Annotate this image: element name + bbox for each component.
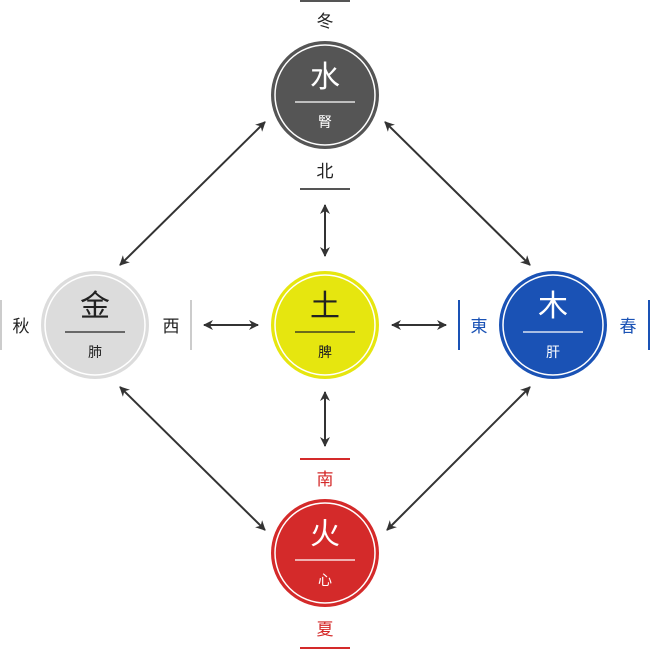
element-char-water: 水	[310, 60, 340, 95]
element-metal: 秋 金 肺 西	[0, 271, 192, 379]
season-label-fire: 夏	[317, 620, 334, 640]
circle-metal	[41, 271, 149, 379]
arrows	[119, 121, 531, 531]
direction-bar-metal	[190, 300, 192, 350]
season-label-wood: 春	[620, 317, 637, 337]
arrow-water-metal	[119, 121, 266, 266]
organ-earth: 脾	[318, 345, 332, 361]
element-earth: 土 脾	[271, 271, 379, 379]
element-char-earth: 土	[310, 289, 340, 324]
direction-bar-fire	[300, 458, 350, 460]
season-bar-fire	[300, 647, 350, 649]
season-bar-water	[300, 0, 350, 2]
organ-water: 腎	[318, 115, 332, 131]
direction-bar-wood	[458, 300, 460, 350]
organ-metal: 肺	[88, 345, 102, 361]
element-water: 冬 水 腎 北	[271, 0, 379, 190]
circle-water	[271, 41, 379, 149]
element-char-metal: 金	[80, 289, 110, 324]
season-bar-wood	[648, 300, 650, 350]
season-bar-metal	[0, 300, 2, 350]
circle-earth	[271, 271, 379, 379]
circle-fire	[271, 499, 379, 607]
direction-label-fire: 南	[317, 470, 334, 490]
arrow-metal-fire	[119, 386, 266, 531]
direction-bar-water	[300, 188, 350, 190]
arrow-wood-fire	[386, 386, 531, 531]
circle-wood	[499, 271, 607, 379]
circle-earth-ring	[274, 274, 376, 376]
direction-label-metal: 西	[163, 317, 180, 337]
element-fire: 南 火 心 夏	[271, 458, 379, 649]
season-label-water: 冬	[317, 12, 334, 32]
element-char-wood: 木	[538, 289, 568, 324]
organ-fire: 心	[318, 573, 332, 589]
element-wood: 東 木 肝 春	[458, 271, 650, 379]
direction-label-water: 北	[317, 162, 334, 182]
circle-wood-ring	[502, 274, 604, 376]
circle-metal-ring	[44, 274, 146, 376]
element-char-fire: 火	[310, 517, 340, 552]
organ-wood: 肝	[546, 345, 560, 361]
circle-water-ring	[274, 44, 376, 146]
direction-label-wood: 東	[471, 317, 488, 337]
season-label-metal: 秋	[13, 317, 30, 337]
circle-fire-ring	[274, 502, 376, 604]
arrow-water-wood	[384, 121, 531, 266]
